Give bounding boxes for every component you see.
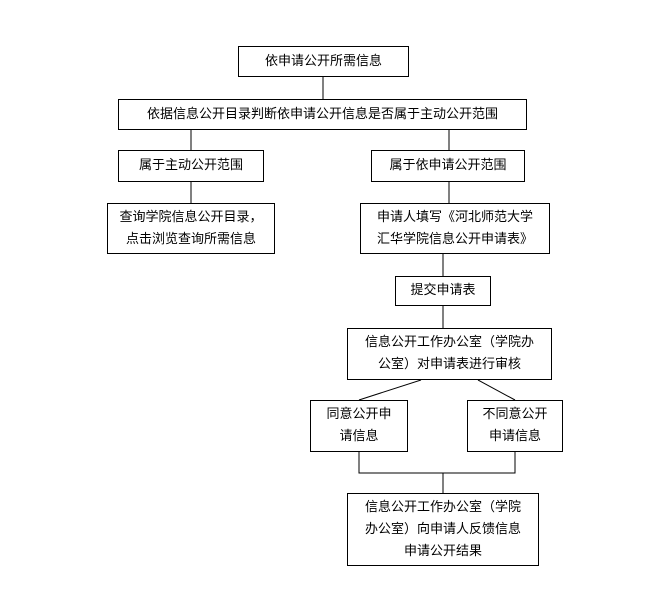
node-fill-form: 申请人填写《河北师范大学 汇华学院信息公开申请表》: [360, 203, 550, 254]
node-branch-request: 属于依申请公开范围: [371, 150, 525, 182]
node-feedback-line-3: 申请公开结果: [403, 543, 482, 559]
node-feedback-line-1: 信息公开工作办公室（学院: [364, 499, 521, 515]
node-disagree-line-1: 不同意公开: [482, 407, 548, 422]
connector-results-merge: [358, 452, 516, 474]
node-submit-form: 提交申请表: [395, 276, 491, 306]
node-query-catalog: 查询学院信息公开目录， 点击浏览查询所需信息: [107, 203, 275, 254]
node-start: 依申请公开所需信息: [238, 46, 409, 77]
node-feedback-line-2: 办公室）向申请人反馈信息: [364, 521, 521, 537]
node-agree-line-1: 同意公开申: [326, 407, 392, 422]
node-review-line-2: 公室）对申请表进行审核: [377, 357, 521, 372]
node-submit-label: 提交申请表: [410, 283, 476, 298]
node-feedback: 信息公开工作办公室（学院 办公室）向申请人反馈信息 申请公开结果: [347, 493, 539, 566]
node-fill-line-1: 申请人填写《河北师范大学: [376, 209, 533, 225]
node-branch-active-label: 属于主动公开范围: [138, 158, 243, 173]
node-review-line-1: 信息公开工作办公室（学院办: [364, 335, 534, 350]
node-judge: 依据信息公开目录判断依申请公开信息是否属于主动公开范围: [118, 99, 527, 130]
connector-review-disagree: [477, 379, 516, 401]
node-disagree: 不同意公开 申请信息: [467, 400, 563, 452]
node-start-label: 依申请公开所需信息: [264, 53, 382, 69]
node-fill-line-2: 汇华学院信息公开申请表》: [376, 231, 533, 247]
connector-review-agree: [358, 379, 422, 401]
node-review: 信息公开工作办公室（学院办 公室）对申请表进行审核: [347, 328, 552, 380]
node-agree: 同意公开申 请信息: [310, 400, 408, 452]
node-query-line-1: 查询学院信息公开目录，: [119, 209, 263, 225]
node-disagree-line-2: 申请信息: [488, 429, 541, 444]
node-agree-line-2: 请信息: [339, 429, 379, 444]
node-branch-active: 属于主动公开范围: [118, 150, 264, 182]
node-branch-request-label: 属于依申请公开范围: [389, 158, 507, 173]
node-query-line-2: 点击浏览查询所需信息: [125, 231, 256, 247]
node-judge-label: 依据信息公开目录判断依申请公开信息是否属于主动公开范围: [146, 106, 498, 122]
